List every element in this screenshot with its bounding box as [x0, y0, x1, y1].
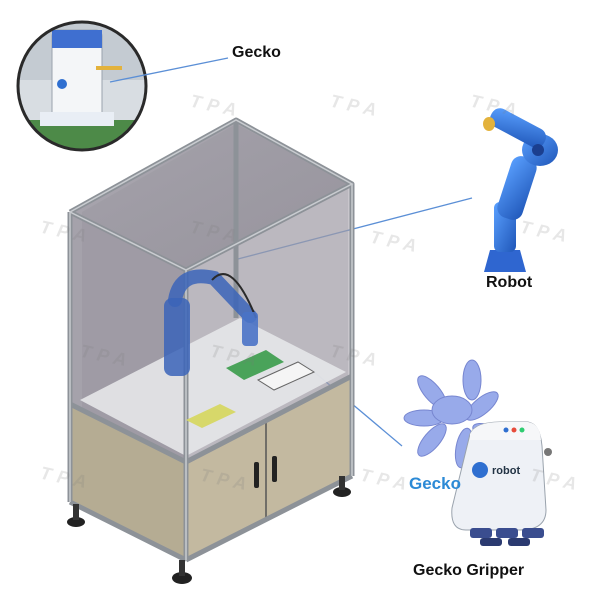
inset-closeup: [16, 20, 148, 152]
label-gecko-brand: Gecko: [409, 474, 461, 493]
label-gecko-closeup: Gecko: [232, 44, 281, 61]
robot-inside: [164, 269, 316, 428]
label-gecko-gripper: Gecko Gripper: [413, 562, 525, 579]
gripper-logo-text: robot: [492, 465, 520, 477]
label-robot: Robot: [486, 274, 533, 291]
enclosure: [67, 117, 355, 584]
gecko-gripper-device: robot: [451, 421, 552, 546]
robot-arm: [483, 108, 558, 272]
